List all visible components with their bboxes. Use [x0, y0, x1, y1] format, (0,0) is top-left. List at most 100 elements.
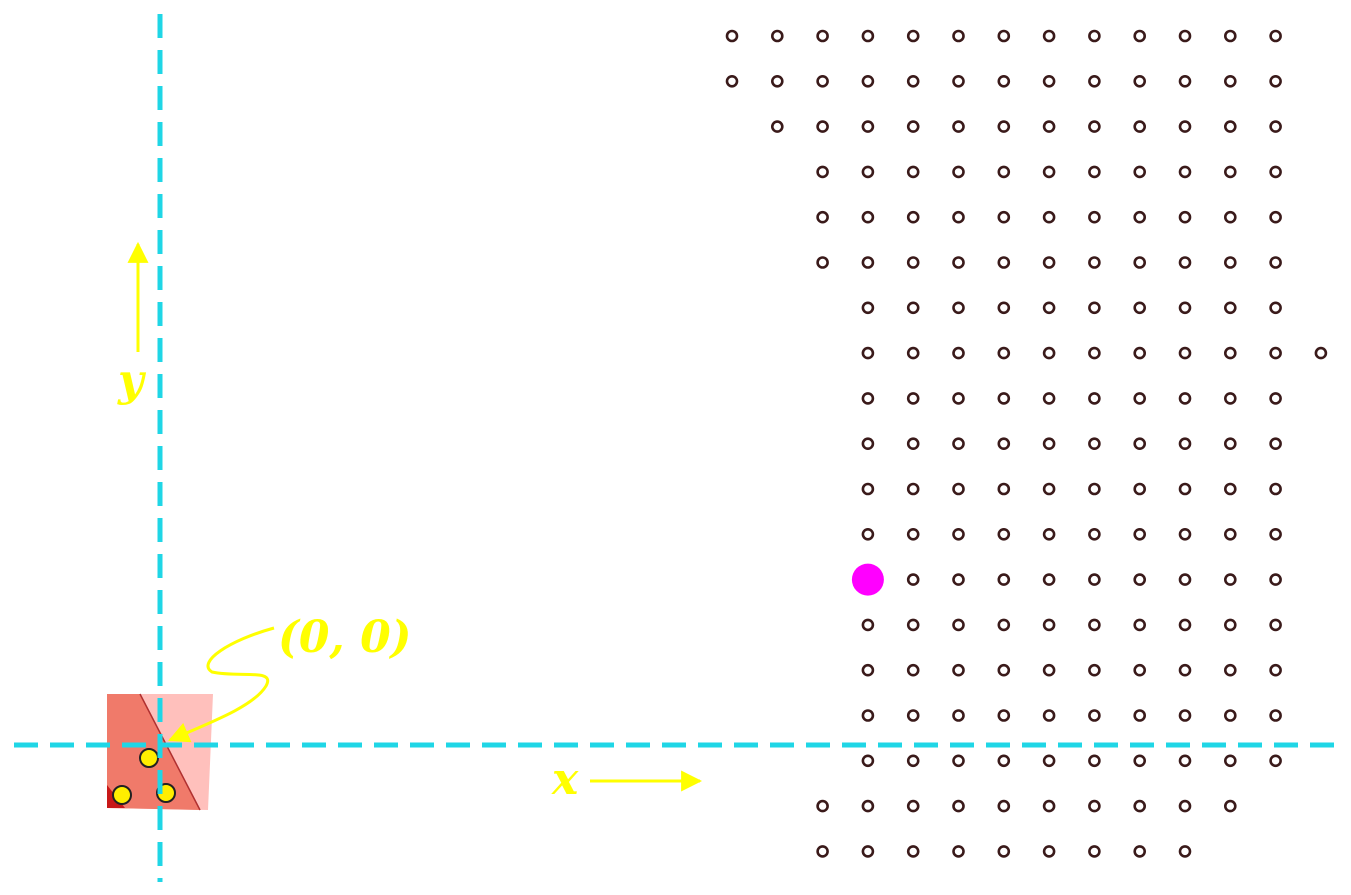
grid-point [997, 346, 1011, 360]
grid-point [1042, 709, 1056, 722]
grid-point [906, 845, 920, 858]
grid-point [952, 29, 965, 43]
grid-point [906, 663, 920, 677]
grid-point [1178, 799, 1192, 813]
grid-point [1042, 29, 1056, 43]
grid-point [952, 301, 965, 315]
grid-point [861, 799, 875, 813]
grid-point [1042, 799, 1056, 813]
grid-point [861, 482, 875, 496]
grid-point [1269, 663, 1282, 677]
grid-point [1042, 75, 1056, 88]
grid-point [906, 165, 920, 179]
grid-point [1178, 437, 1192, 451]
grid-point [997, 120, 1011, 133]
grid-point [1224, 754, 1237, 768]
grid-point [1224, 527, 1237, 541]
grid-point [1133, 482, 1146, 496]
grid-point [861, 663, 875, 677]
grid-point [906, 392, 920, 405]
grid-point [997, 482, 1011, 496]
grid-point [952, 754, 965, 768]
grid-point [1178, 210, 1192, 224]
grid-point [861, 845, 875, 858]
grid-point [1088, 663, 1101, 677]
grid-point [861, 301, 875, 315]
grid-point [1042, 437, 1056, 451]
grid-point [1088, 165, 1101, 179]
grid-point [1133, 845, 1146, 858]
grid-point [906, 709, 920, 722]
grid-point [1088, 845, 1101, 858]
grid-point [1133, 618, 1146, 632]
grid-point [1133, 527, 1146, 541]
grid-point [1042, 618, 1056, 632]
grid-point [997, 573, 1011, 586]
grid-point [816, 799, 829, 813]
grid-point [1042, 482, 1056, 496]
grid-point [1088, 29, 1101, 43]
grid-point [1224, 75, 1237, 88]
grid-point [906, 754, 920, 768]
grid-point [1133, 165, 1146, 179]
grid-point [1224, 120, 1237, 133]
grid-point [1178, 256, 1192, 269]
grid-point [997, 709, 1011, 722]
grid-point [1133, 573, 1146, 586]
grid-point [952, 256, 965, 269]
grid-point [1042, 663, 1056, 677]
grid-point [1042, 754, 1056, 768]
marker-point [139, 748, 159, 768]
grid-point [1224, 256, 1237, 269]
grid-point [1133, 663, 1146, 677]
grid-point [952, 392, 965, 405]
grid-point [861, 437, 875, 451]
grid-point [816, 210, 829, 224]
grid-point [1133, 346, 1146, 360]
grid-point [1224, 210, 1237, 224]
grid-point [1178, 845, 1192, 858]
grid-point [997, 75, 1011, 88]
grid-point [1133, 75, 1146, 88]
grid-point [952, 845, 965, 858]
grid-point [1042, 527, 1056, 541]
grid-point [861, 256, 875, 269]
grid-point [861, 75, 875, 88]
grid-point [906, 799, 920, 813]
grid-point [997, 527, 1011, 541]
grid-point [1178, 301, 1192, 315]
grid-point [997, 754, 1011, 768]
grid-point [770, 75, 784, 88]
grid-point [816, 120, 829, 133]
grid-point [952, 75, 965, 88]
grid-point [952, 346, 965, 360]
grid-point [1224, 618, 1237, 632]
grid-point [1269, 392, 1282, 405]
grid-point [1133, 754, 1146, 768]
grid-point [906, 527, 920, 541]
y-axis-label: y [117, 355, 147, 406]
grid-point [1224, 392, 1237, 405]
grid-point [1224, 301, 1237, 315]
grid-point [861, 618, 875, 632]
grid-point [861, 527, 875, 541]
grid-point [1269, 437, 1282, 451]
grid-point [1088, 346, 1101, 360]
grid-point [906, 210, 920, 224]
grid-point [1178, 618, 1192, 632]
grid-point [906, 573, 920, 586]
grid-point [770, 29, 784, 43]
grid-point [1133, 301, 1146, 315]
grid-point [1133, 29, 1146, 43]
grid-point [1269, 618, 1282, 632]
grid-point [1269, 210, 1282, 224]
grid-point [816, 75, 829, 88]
grid-point [1224, 346, 1237, 360]
grid-point [1178, 120, 1192, 133]
grid-point [1224, 165, 1237, 179]
grid-point [952, 165, 965, 179]
grid-points [725, 29, 1328, 858]
grid-point [997, 799, 1011, 813]
grid-point [1224, 437, 1237, 451]
grid-point [906, 301, 920, 315]
